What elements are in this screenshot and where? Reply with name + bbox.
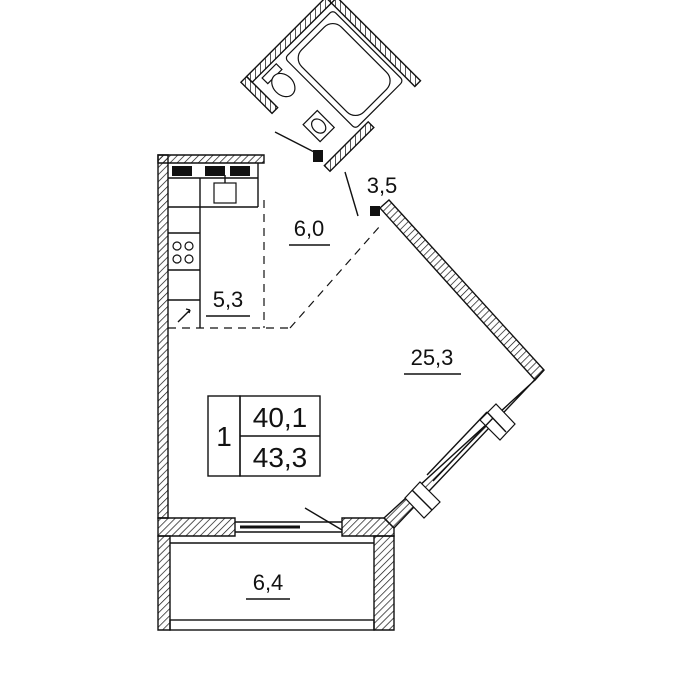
stove xyxy=(172,241,194,264)
balcony xyxy=(157,535,395,631)
room-labels: 3,5 6,0 5,3 25,3 6,4 xyxy=(206,173,461,600)
bottom-wall-right xyxy=(341,517,395,537)
balcony-rail xyxy=(169,619,375,631)
zone-dividers xyxy=(168,200,381,329)
windows xyxy=(404,403,516,519)
living-area-label: 25,3 xyxy=(411,345,454,370)
living-total: 40,1 xyxy=(253,402,308,433)
bottom-wall-left xyxy=(157,517,236,537)
window-right xyxy=(479,403,516,441)
kitchen-sink xyxy=(213,182,237,204)
hall-area-label: 6,0 xyxy=(294,216,325,241)
left-wall xyxy=(157,154,169,519)
bathroom xyxy=(239,0,422,173)
balcony-left-wall xyxy=(157,535,171,631)
top-wall xyxy=(157,154,265,164)
main-walls xyxy=(157,154,545,537)
kitchen xyxy=(168,163,259,328)
balcony-area-label: 6,4 xyxy=(253,570,284,595)
balcony-door xyxy=(235,507,343,533)
total-area: 43,3 xyxy=(253,442,308,473)
kitchen-area-label: 5,3 xyxy=(213,287,244,312)
rooms-count: 1 xyxy=(216,421,232,452)
electric-icon xyxy=(177,309,191,323)
diagonal-wall-upper xyxy=(379,199,545,382)
bathroom-area-label: 3,5 xyxy=(367,173,398,198)
area-summary: 1 40,1 43,3 xyxy=(207,395,321,477)
balcony-right-wall xyxy=(373,535,395,631)
